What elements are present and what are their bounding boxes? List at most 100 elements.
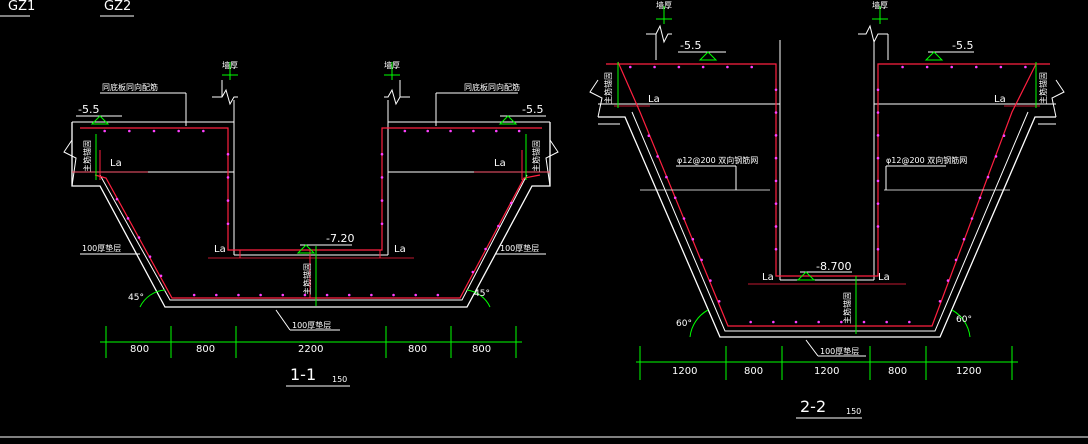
rebar-dot (1024, 65, 1027, 69)
rebar-dot (774, 156, 778, 160)
section2-dim-2: 800 (744, 366, 763, 377)
rebar-dot (962, 237, 966, 241)
rebar-dot (192, 293, 196, 297)
rebar-dot (665, 175, 668, 179)
section1-dim-4: 800 (408, 344, 427, 355)
section2-la-1: La (648, 94, 660, 105)
section2-la-2: La (994, 94, 1006, 105)
rebar-dot (774, 134, 778, 137)
section2-rebar-label-left: 主筋锚固 (603, 72, 613, 104)
section2-angle-left: 60° (676, 319, 692, 329)
section1-rebar-label-center: 主筋锚固 (302, 263, 312, 295)
section2-elev-bottom: -8.700 (816, 260, 851, 273)
rebar-dot (749, 320, 752, 324)
rebar-dot (628, 65, 632, 69)
rebar-dot (126, 217, 130, 220)
rebar-dot (347, 293, 351, 297)
section1-concrete-outline (71, 122, 551, 308)
rebar-dot (259, 293, 262, 297)
section1-la-2: La (494, 158, 506, 169)
rebar-dot (954, 258, 958, 262)
rebar-dot (436, 293, 440, 297)
rebar-dot (726, 65, 729, 69)
section-2-2: -5.5 -5.5 -8.700 φ12@200 双向钢筋网 φ12@200 双… (589, 0, 1065, 419)
section2-title: 2-2 (800, 397, 826, 416)
rebar-dot (380, 152, 384, 156)
section1-elev-top-left: -5.5 (78, 103, 99, 116)
rebar-dot (115, 197, 119, 201)
rebar-dot (1002, 134, 1006, 137)
rebar-dot (380, 222, 384, 226)
section1-angle-left: 45° (128, 293, 144, 303)
section1-la-4: La (394, 244, 406, 255)
section1-title: 1-1 (290, 365, 316, 384)
rebar-dot (994, 155, 998, 158)
section1-note-right: 同底板同向配筋 (464, 82, 520, 92)
rebar-dot (202, 129, 205, 133)
section1-dim-1: 800 (130, 344, 149, 355)
section1-rebar-label-right: 主筋锚固 (531, 140, 541, 172)
rebar-dot (817, 320, 820, 324)
section-1-1: -5.5 -5.5 -7.20 同底板同向配筋 同底板同向配筋 墙厚 墙厚 主筋… (63, 60, 559, 387)
rebar-dot (774, 202, 778, 205)
rebar-dot (497, 224, 500, 228)
rebar-dot (774, 111, 778, 114)
rebar-dot (876, 88, 880, 92)
section2-scale: 150 (846, 407, 861, 416)
section2-elev-top-left: -5.5 (680, 39, 701, 52)
rebar-dot (226, 222, 230, 226)
rebar-dot (876, 111, 880, 114)
rebar-dot (137, 236, 141, 239)
rebar-dot (403, 129, 407, 133)
rebar-dot (925, 65, 929, 69)
rebar-dot (691, 237, 695, 241)
rebar-dot (774, 247, 778, 251)
rebar-dot (653, 65, 656, 69)
section2-rebar-note-left: φ12@200 双向钢筋网 (677, 155, 758, 165)
section1-elev-top-right: -5.5 (522, 103, 543, 116)
rebar-dot (774, 225, 778, 228)
rebar-dot (215, 293, 218, 297)
section1-dim-2: 800 (196, 344, 215, 355)
section1-wall-label-left: 墙厚 (222, 60, 238, 70)
rebar-dot (449, 129, 452, 133)
rebar-dot (303, 293, 307, 297)
rebar-dot (517, 129, 521, 133)
label-gz1: GZ1 (8, 0, 35, 14)
section2-dim-1: 1200 (672, 366, 697, 377)
section1-rebar (80, 127, 542, 251)
section1-dim-3: 2200 (298, 344, 323, 355)
rebar-dot (414, 293, 417, 297)
rebar-dot (656, 155, 659, 158)
rebar-dot (876, 247, 880, 251)
section2-la-4: La (878, 272, 890, 283)
rebar-dot (717, 300, 721, 303)
section1-wall-label-right: 墙厚 (384, 60, 400, 70)
rebar-dot (840, 320, 843, 324)
section1-dim-5: 800 (472, 344, 491, 355)
section2-la-3: La (762, 272, 774, 283)
rebar-dot (885, 320, 888, 324)
rebar-dot (974, 65, 978, 69)
rebar-dot (970, 217, 974, 220)
rebar-dot (281, 293, 285, 297)
rebar-dot (509, 201, 513, 205)
section1-scale: 150 (332, 375, 347, 384)
section2-angle-right: 60° (956, 315, 972, 325)
rebar-dot (159, 274, 163, 278)
section2-rebar-note-right: φ12@200 双向钢筋网 (886, 155, 967, 165)
rebar-dot (999, 65, 1003, 69)
rebar-dot (862, 320, 866, 324)
rebar-dot (370, 293, 373, 297)
section1-la-3: La (214, 244, 226, 255)
rebar-dot (876, 179, 880, 183)
section2-wall-label-left: 墙厚 (656, 0, 672, 10)
section1-cushion-left: 100厚垫层 (82, 243, 121, 253)
rebar-dot (946, 279, 950, 282)
rebar-dot (380, 199, 384, 202)
section1-note-left: 同底板同向配筋 (102, 82, 158, 92)
rebar-dot (392, 293, 395, 297)
section2-wall-label-right: 墙厚 (872, 0, 888, 10)
rebar-dot (484, 247, 487, 251)
section1-rebar-label-left: 主筋锚固 (82, 140, 92, 172)
